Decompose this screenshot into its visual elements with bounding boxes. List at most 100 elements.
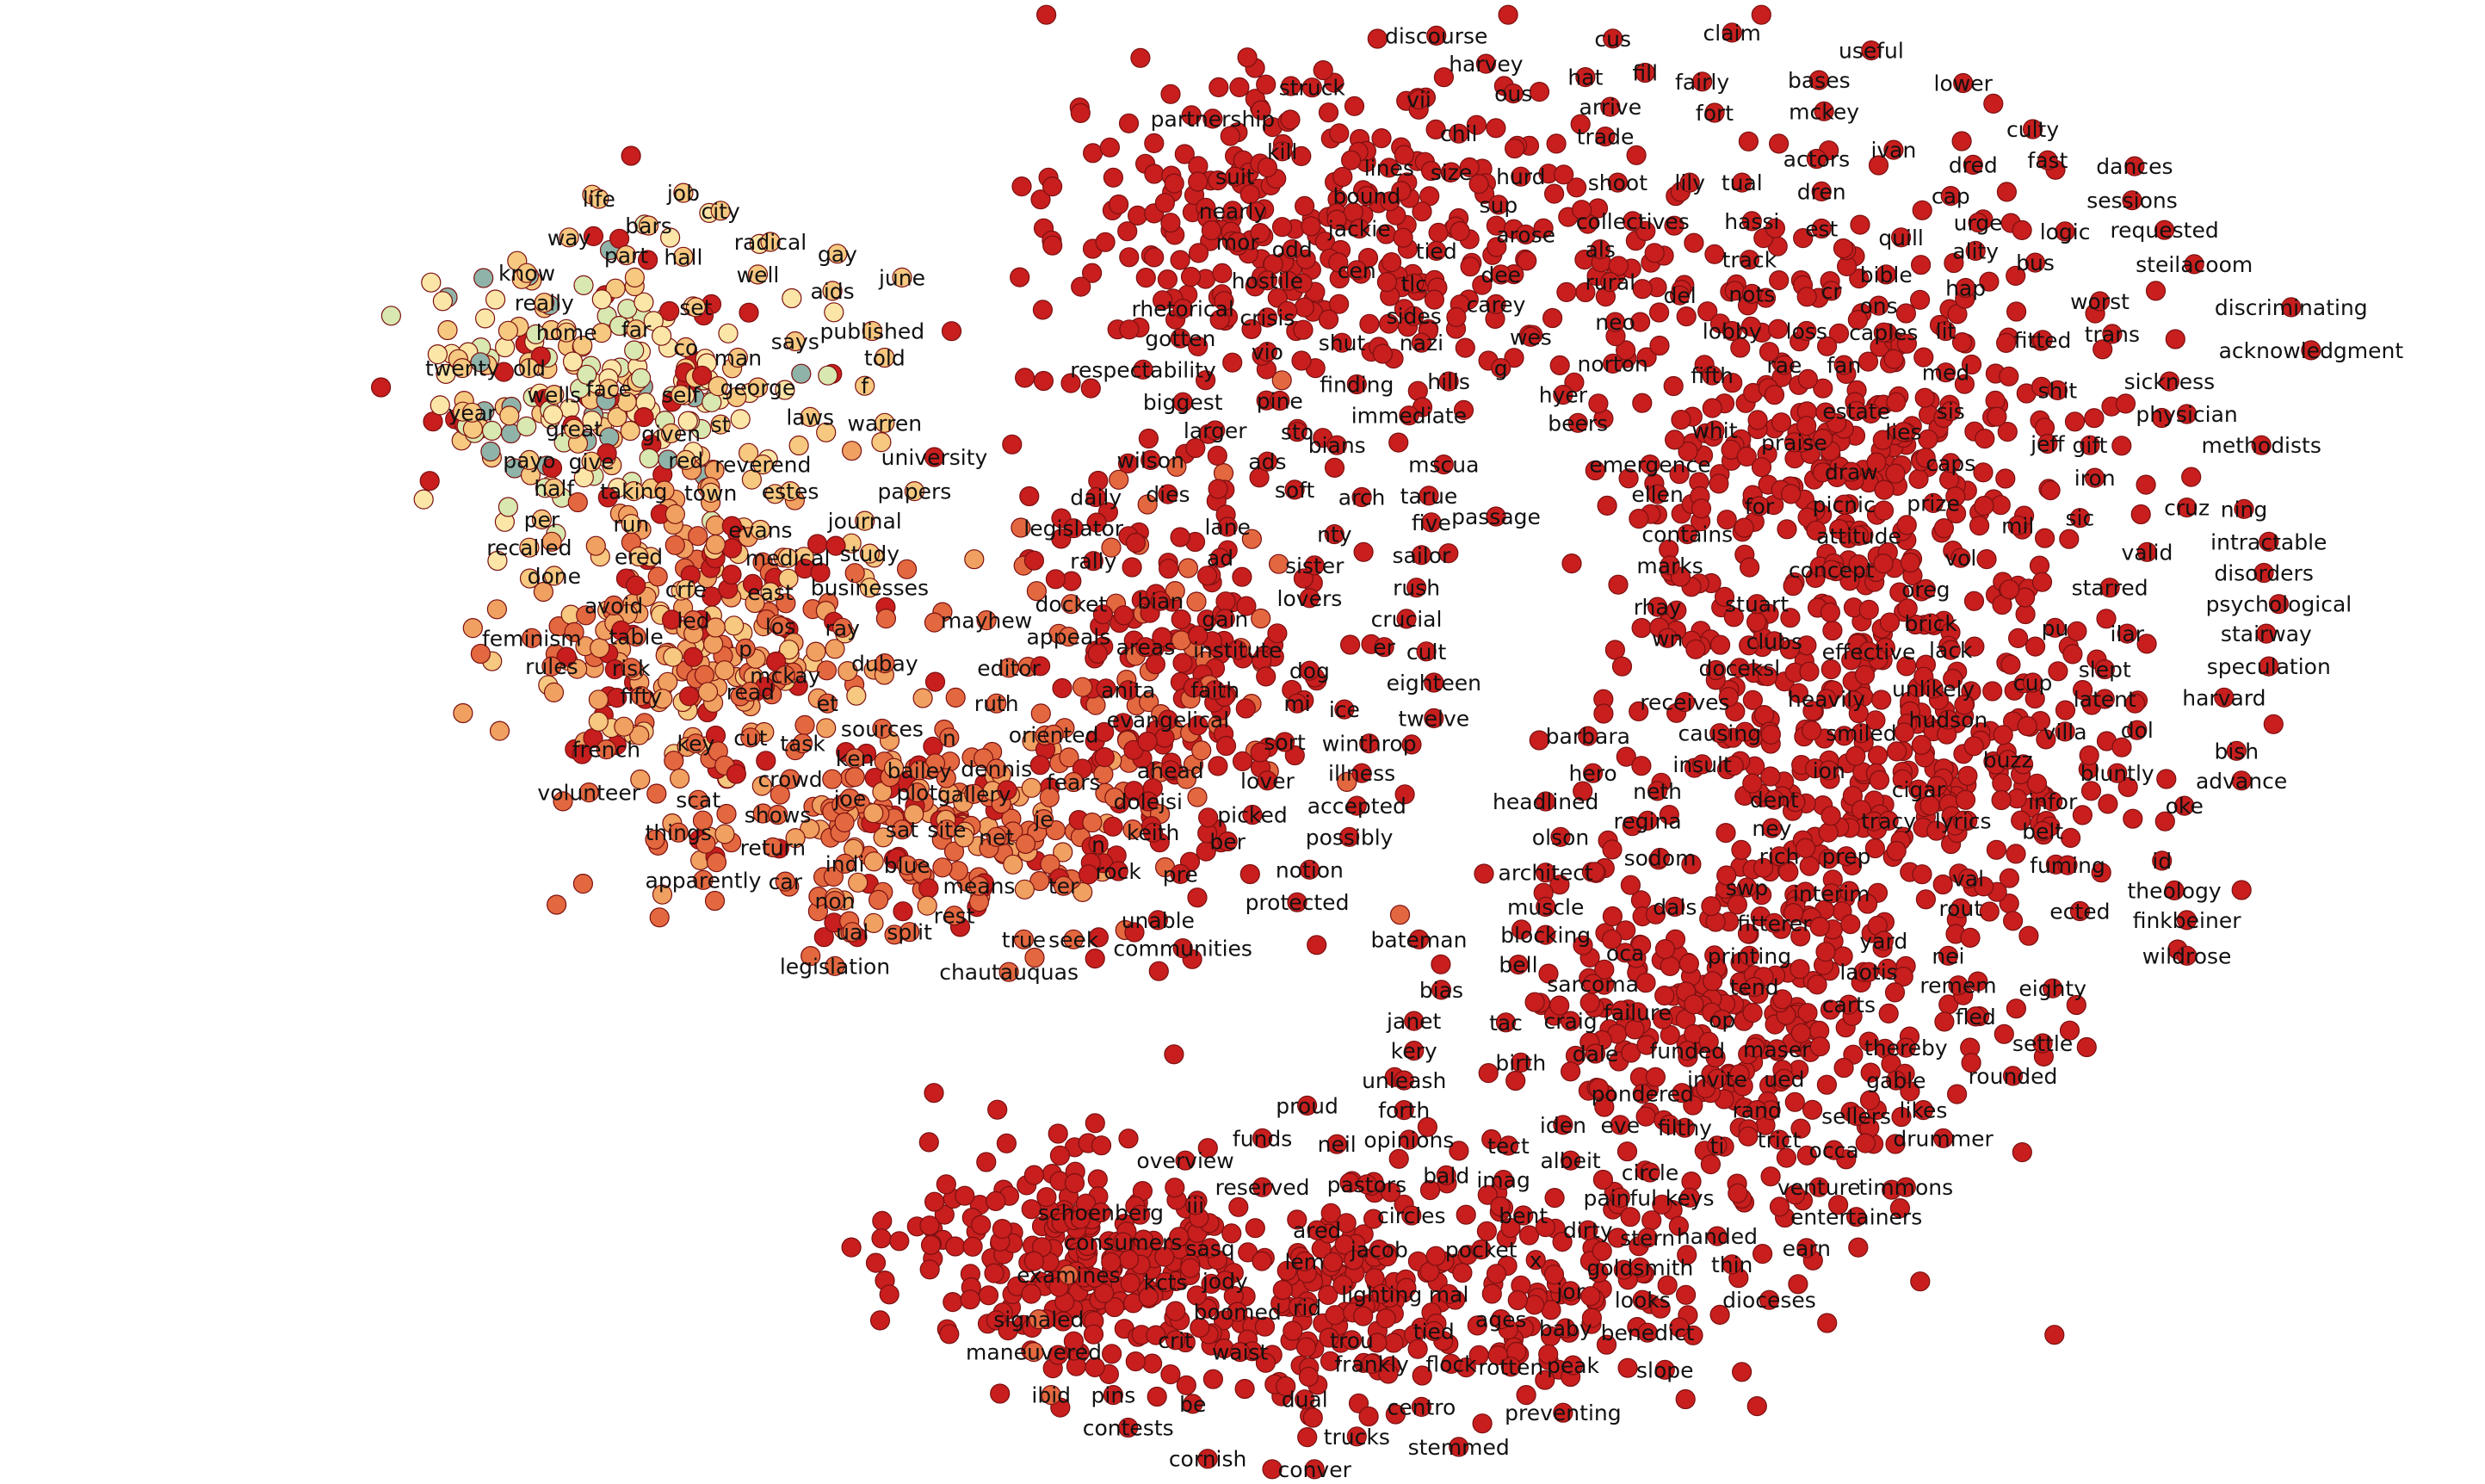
word-label: actors (1783, 147, 1850, 172)
word-label: waist (1212, 1340, 1269, 1365)
word-label: passage (1451, 504, 1541, 529)
word-label: sort (1264, 730, 1306, 755)
data-point (990, 1383, 1011, 1404)
data-point (1070, 102, 1091, 123)
word-label: oke (2166, 794, 2204, 819)
word-label: architect (1499, 861, 1594, 886)
word-label: effective (1822, 640, 1916, 665)
word-label: lem (1284, 1249, 1325, 1274)
data-point (572, 744, 592, 764)
data-point (945, 687, 966, 708)
data-point (1120, 1272, 1141, 1294)
word-label: unleash (1362, 1068, 1446, 1093)
word-label: latent (2074, 687, 2136, 712)
word-label: ber (1209, 830, 1246, 855)
word-label: tual (1722, 170, 1763, 195)
data-point (705, 534, 726, 555)
data-point (823, 866, 844, 887)
data-point (1002, 434, 1023, 454)
word-label: estes (762, 479, 819, 504)
word-label: bish (2214, 739, 2259, 764)
word-label: culty (2006, 117, 2059, 142)
data-point (2015, 603, 2036, 625)
data-point (838, 660, 858, 682)
data-point (2064, 411, 2086, 432)
data-point (1186, 591, 1207, 612)
word-label: g (1494, 356, 1508, 381)
word-label: net (979, 825, 1014, 850)
data-point (971, 1215, 992, 1235)
word-label: ice (1329, 697, 1360, 722)
word-label: face (586, 377, 632, 402)
word-label: for (1745, 494, 1775, 519)
word-label: maneuvered (966, 1340, 1102, 1365)
word-label: rid (1293, 1295, 1321, 1320)
data-point (978, 1285, 999, 1306)
data-point (659, 300, 680, 322)
word-label: site (927, 818, 966, 843)
word-label: thin (1711, 1252, 1752, 1277)
data-point (1158, 559, 1179, 579)
word-label: chil (1440, 121, 1477, 146)
data-point (954, 827, 974, 848)
data-point (1529, 81, 1550, 102)
data-point (1073, 881, 1093, 903)
data-point (1291, 350, 1312, 371)
word-label: proud (1276, 1093, 1338, 1118)
data-point (453, 702, 473, 724)
data-point (879, 1284, 899, 1305)
data-point (1118, 113, 1140, 133)
data-point (661, 609, 683, 630)
data-point (1130, 47, 1151, 68)
word-label: als (1586, 238, 1616, 263)
data-point (1561, 553, 1582, 574)
data-point (572, 873, 594, 894)
data-point (1271, 217, 1293, 238)
data-point (1125, 532, 1147, 553)
word-label: june (878, 265, 925, 290)
data-point (976, 1152, 997, 1172)
data-point (765, 651, 787, 672)
word-label: immediate (1351, 404, 1467, 429)
word-label: hap (1945, 276, 1986, 301)
data-point (486, 599, 508, 620)
data-point (1412, 201, 1432, 222)
word-label: blocking (1500, 923, 1591, 948)
data-point (1188, 171, 1209, 192)
data-point (2006, 844, 2026, 864)
data-point (629, 725, 650, 745)
data-point (470, 643, 491, 665)
data-point (863, 851, 884, 872)
word-label: rock (1096, 859, 1142, 884)
data-point (1014, 879, 1035, 900)
word-label: dirty (1563, 1218, 1613, 1243)
data-point (1533, 218, 1554, 238)
word-label: bailey (887, 758, 952, 783)
word-label: notion (1276, 857, 1344, 882)
word-label: suit (1215, 164, 1255, 189)
word-label: cus (1594, 27, 1631, 52)
data-point (875, 608, 897, 629)
data-point (816, 422, 837, 442)
word-label: ality (1952, 238, 1999, 263)
data-point (1768, 318, 1789, 339)
data-point (1671, 410, 1691, 430)
word-label: nei (1932, 943, 1964, 968)
data-point (1170, 527, 1190, 547)
word-label: lover (1240, 769, 1295, 794)
data-point (1460, 257, 1480, 277)
data-point (1932, 874, 1953, 895)
word-label: rhetorical (1131, 297, 1233, 322)
data-point (1446, 306, 1467, 327)
word-label: del (1663, 283, 1696, 308)
data-point (1914, 387, 1935, 408)
word-label: twenty (425, 356, 499, 381)
word-label: sis (1937, 399, 1965, 424)
data-point (776, 593, 796, 614)
word-label: hudson (1909, 708, 1988, 733)
data-point (924, 612, 945, 633)
data-point (1702, 398, 1722, 418)
data-point (1091, 1135, 1112, 1156)
word-label: finkbeiner (2133, 908, 2241, 933)
word-label: peak (1547, 1353, 1600, 1378)
